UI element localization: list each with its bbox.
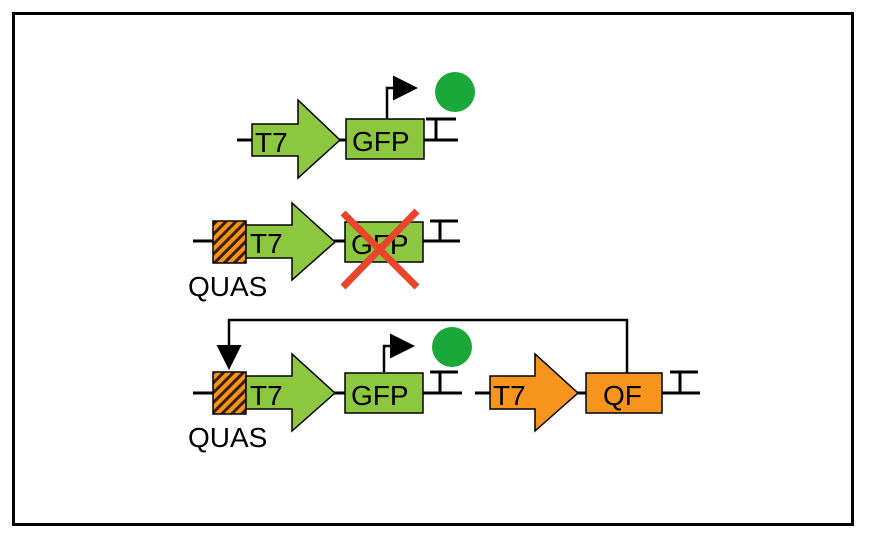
row3-gene2-label: QF — [603, 380, 642, 411]
row2-operator-label: QUAS — [188, 271, 267, 302]
row2-terminator-icon — [430, 219, 458, 241]
row3-gfp-protein-icon — [432, 327, 472, 367]
row1-promoter-label: T7 — [255, 127, 288, 158]
row3-operator-label: QUAS — [188, 422, 267, 453]
row1-t7-promoter-arrow — [251, 98, 342, 180]
row2-blocked-cross-icon — [340, 208, 420, 290]
row3-terminator-icon — [430, 370, 458, 393]
row3-terminator2-icon — [670, 370, 698, 393]
row3-qf-gene-box — [585, 372, 663, 414]
row3-quas-operator-box — [212, 371, 247, 415]
row2-construct: T7 GFP QUAS — [188, 201, 460, 302]
figure-frame — [12, 12, 854, 526]
row3-promoter-label: T7 — [250, 380, 283, 411]
row2-promoter-label: T7 — [250, 228, 283, 259]
row1-gene-label: GFP — [352, 126, 410, 157]
row1-gfp-gene-box — [345, 118, 425, 160]
row2-quas-operator-box — [212, 220, 247, 264]
row1-gfp-protein-icon — [435, 72, 475, 112]
qf-to-quas-feedback-arrow — [216, 318, 629, 373]
row3-gfp-gene-box — [344, 372, 424, 414]
row1-terminator-icon — [426, 117, 456, 140]
row2-t7-promoter-arrow — [245, 201, 337, 282]
row3-gene-label: GFP — [351, 380, 409, 411]
row3-t7-promoter2-arrow — [489, 352, 580, 433]
row3-expression-arrow — [382, 333, 415, 372]
row3-promoter2-label: T7 — [493, 380, 526, 411]
row3-t7-promoter-arrow — [245, 352, 337, 433]
row1-expression-arrow — [385, 75, 418, 119]
row3-construct: T7 GFP QUAS T7 QF — [188, 318, 700, 453]
row1-construct: T7 GFP — [237, 72, 475, 180]
